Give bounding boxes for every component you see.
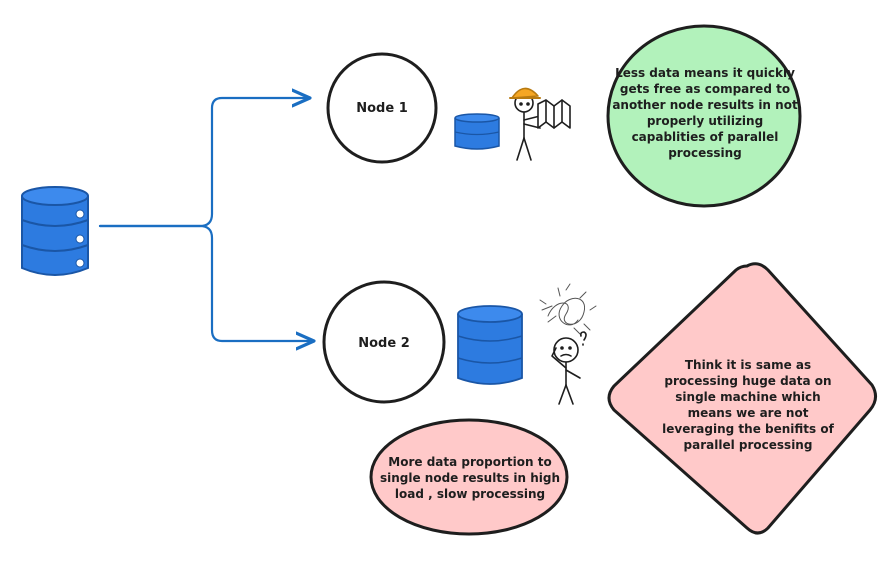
worker-icon [509,87,571,161]
node-1-label: Node 1 [356,101,408,116]
node-2-database-icon [457,305,523,385]
single-machine-note: Think it is same as processing huge data… [662,358,834,452]
distribution-arrows [98,98,312,341]
arrow-to-node-1 [98,98,308,228]
pink-note-shape [369,418,569,536]
node-1: Node 1 [326,52,438,164]
node-2: Node 2 [322,280,446,404]
green-note-shape [606,24,802,208]
node-2-label: Node 2 [358,336,410,351]
tangle-icon [539,283,597,335]
diamond-note-shape [607,262,877,535]
node-1-database-icon [454,113,500,150]
heavy-load-note: More data proportion to single node resu… [379,455,561,501]
confused-person-icon [551,331,587,405]
arrow-to-node-2 [98,224,312,341]
light-load-note: Less data means it quickly gets free as … [612,66,798,160]
source-database-icon [21,186,89,276]
